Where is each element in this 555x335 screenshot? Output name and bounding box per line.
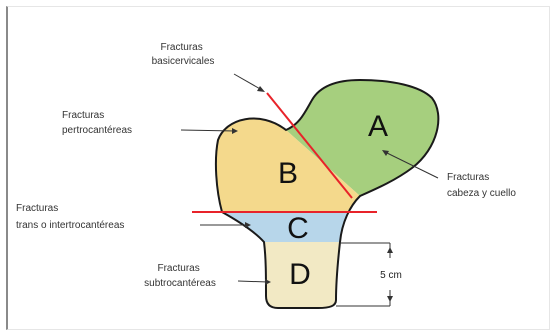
arrowhead-basicervicales bbox=[257, 86, 265, 92]
label-pertrocantereas: Fracturas pertrocantéreas bbox=[62, 110, 132, 136]
measurement-arrowhead-up bbox=[387, 247, 393, 253]
measurement-label: 5 cm bbox=[380, 270, 402, 281]
leader-basicervicales bbox=[234, 74, 262, 90]
label-cabeza: Fracturas cabeza y cuello bbox=[447, 172, 516, 199]
label-trans: Fracturas trans o intertrocantéreas bbox=[16, 203, 124, 231]
measurement-arrowhead-down bbox=[387, 296, 393, 302]
zone-c-letter: C bbox=[287, 212, 309, 245]
label-basicervicales: Fracturas basicervicales bbox=[152, 42, 215, 67]
label-subtrocantereas: Fracturas subtrocantéreas bbox=[144, 263, 216, 289]
zone-b-letter: B bbox=[278, 157, 298, 190]
zone-d-letter: D bbox=[289, 258, 311, 291]
zone-c-intertrochanteric bbox=[222, 212, 347, 242]
zone-a-letter: A bbox=[368, 110, 388, 143]
leader-subtrocantereas bbox=[238, 281, 268, 282]
